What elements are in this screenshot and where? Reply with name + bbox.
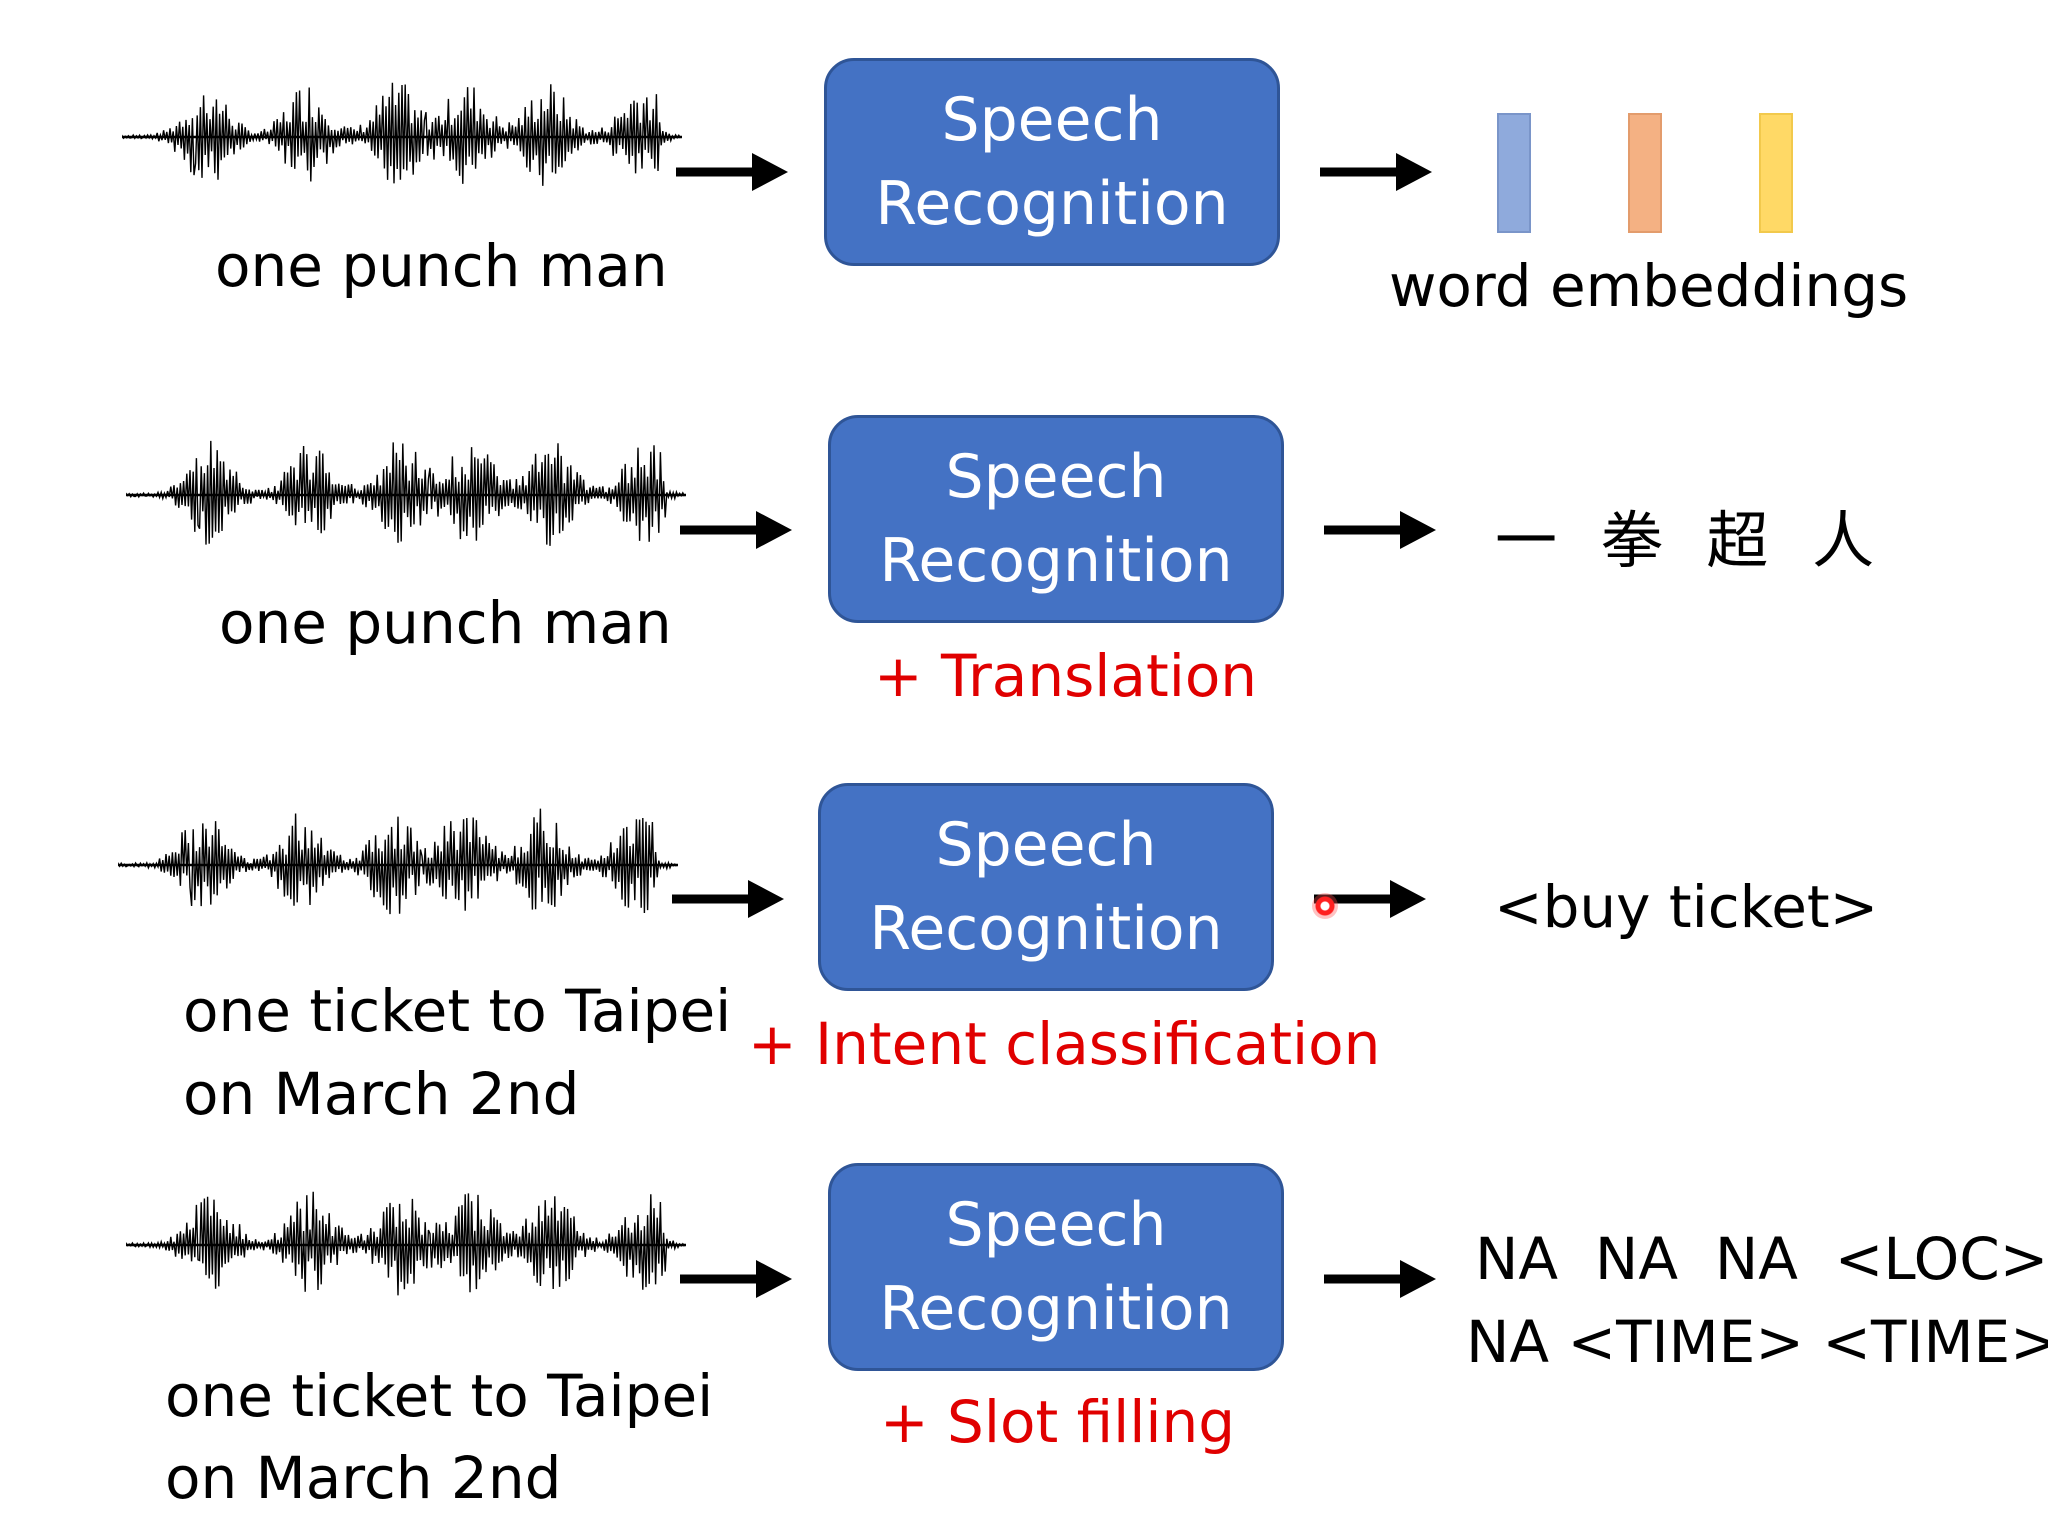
translation-output: 一 拳 超 人 (1495, 504, 1887, 577)
box-label-line1: Speech (945, 442, 1167, 512)
speech-recognition-box-3: Speech Recognition (818, 783, 1274, 991)
waveform-trace (118, 808, 677, 915)
speech-caption-2: one punch man (219, 589, 672, 657)
speech-caption-3-line2: on March 2nd (183, 1060, 580, 1128)
speech-waveform-2 (126, 440, 686, 546)
arrow-input-3 (672, 880, 784, 918)
arrow-output-4 (1324, 1260, 1436, 1298)
intent-classification-annotation: + Intent classification (748, 1010, 1381, 1078)
box-label-line2: Recognition (879, 526, 1233, 596)
speech-waveform-3 (118, 808, 678, 915)
word-embedding-bar-3 (1759, 113, 1793, 233)
arrow-output-2 (1324, 511, 1436, 549)
speech-caption-1: one punch man (215, 232, 668, 300)
word-embedding-bar-2 (1628, 113, 1662, 233)
speech-recognition-box-1: Speech Recognition (824, 58, 1280, 266)
arrow-input-4 (680, 1260, 792, 1298)
box-label-line1: Speech (941, 85, 1163, 155)
slot-output-line2: NA <TIME> <TIME> (1466, 1308, 2048, 1376)
word-embeddings-label: word embeddings (1389, 252, 1909, 320)
box-label-line2: Recognition (875, 169, 1229, 239)
pointer-cursor-icon (1312, 893, 1338, 919)
translation-annotation: + Translation (874, 642, 1258, 710)
speech-caption-4-line1: one ticket to Taipei (165, 1362, 714, 1430)
speech-waveform-1 (122, 82, 682, 186)
box-label-line1: Speech (935, 810, 1157, 880)
speech-waveform-4 (126, 1191, 686, 1296)
slot-filling-annotation: + Slot filling (880, 1388, 1236, 1456)
box-label-line2: Recognition (879, 1274, 1233, 1344)
waveform-trace (122, 82, 682, 186)
waveform-trace (126, 440, 686, 546)
speech-caption-4-line2: on March 2nd (165, 1444, 562, 1512)
word-embedding-bar-1 (1497, 113, 1531, 233)
speech-recognition-box-4: Speech Recognition (828, 1163, 1284, 1371)
slot-output-line1: NA NA NA <LOC> (1475, 1225, 2048, 1293)
arrow-input-2 (680, 511, 792, 549)
arrow-input-1 (676, 153, 788, 191)
speech-recognition-box-2: Speech Recognition (828, 415, 1284, 623)
intent-output: <buy ticket> (1494, 873, 1879, 941)
arrow-output-1 (1320, 153, 1432, 191)
speech-caption-3-line1: one ticket to Taipei (183, 977, 732, 1045)
box-label-line2: Recognition (869, 894, 1223, 964)
waveform-trace (126, 1191, 685, 1296)
box-label-line1: Speech (945, 1190, 1167, 1260)
